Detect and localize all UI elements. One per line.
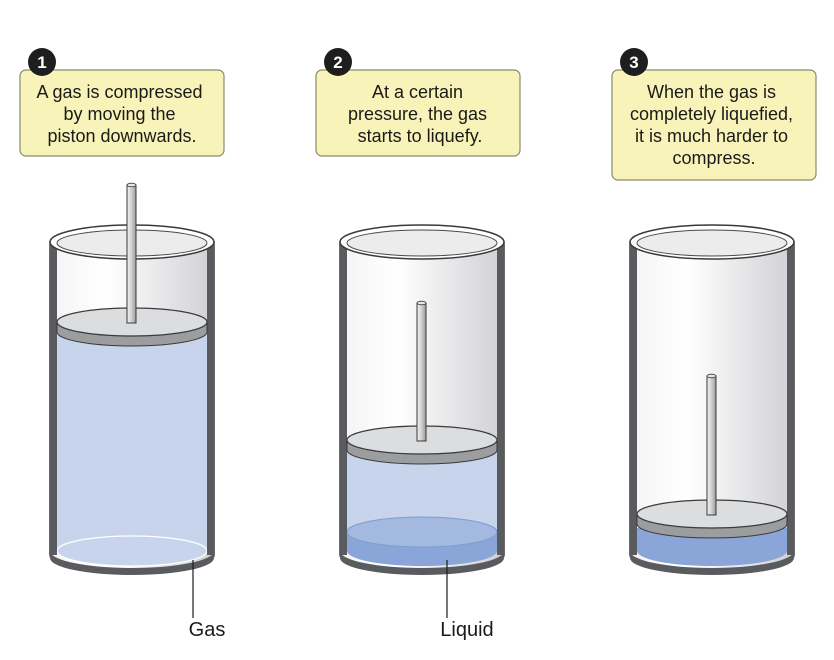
callout-box xyxy=(19,69,225,157)
callout-line: completely liquefied, xyxy=(630,104,793,124)
cylinder-wall-left xyxy=(50,242,57,555)
cylinder-3 xyxy=(629,224,795,575)
callout-text: A gas is compressed by moving the piston… xyxy=(36,82,207,146)
cylinder-rim-inner xyxy=(636,229,788,257)
cylinder-wall-right xyxy=(497,242,504,555)
liquid-region xyxy=(637,528,787,566)
callout-1: A gas is compressed by moving the piston… xyxy=(19,48,225,157)
cylinder-rim-inner xyxy=(346,229,498,257)
step-badge xyxy=(620,48,648,76)
callout-line: When the gas is xyxy=(647,82,776,102)
piston-rod xyxy=(126,184,137,324)
cylinder-wall-right xyxy=(787,242,794,555)
piston-rod-top xyxy=(416,300,427,306)
callout-2: At a certain pressure, the gas starts to… xyxy=(315,48,521,157)
callout-box xyxy=(315,69,521,157)
step-number: 2 xyxy=(333,53,342,72)
piston-rod-top xyxy=(706,373,717,379)
step-badge xyxy=(324,48,352,76)
callout-line: pressure, the gas xyxy=(348,104,487,124)
step-number: 1 xyxy=(37,53,46,72)
gas-region xyxy=(347,452,497,532)
callout-text: When the gas is completely liquefied, it… xyxy=(630,82,798,168)
liquid-surface xyxy=(346,516,498,548)
panel-2: At a certain pressure, the gas starts to… xyxy=(315,48,521,641)
gas-region xyxy=(57,335,207,566)
cylinder-base xyxy=(340,551,504,575)
callout-line: At a certain xyxy=(372,82,463,102)
panel-1: A gas is compressed by moving the piston… xyxy=(19,48,226,641)
callout-line: by moving the xyxy=(63,104,175,124)
callout-line: piston downwards. xyxy=(47,126,196,146)
cylinder-1 xyxy=(49,182,215,575)
callout-3: When the gas is completely liquefied, it… xyxy=(611,48,817,181)
panel-3: When the gas is completely liquefied, it… xyxy=(611,48,817,575)
step-badge xyxy=(28,48,56,76)
piston-rod xyxy=(416,302,427,442)
callout-line: it is much harder to xyxy=(635,126,788,146)
cylinder-wall-left xyxy=(630,242,637,555)
callout-text: At a certain pressure, the gas starts to… xyxy=(348,82,492,146)
cylinder-base xyxy=(630,551,794,575)
step-number: 3 xyxy=(629,53,638,72)
callout-line: starts to liquefy. xyxy=(358,126,483,146)
liquid-label: Liquid xyxy=(440,619,493,641)
cylinder-wall-right xyxy=(207,242,214,555)
cylinder-base xyxy=(50,551,214,575)
cylinder-2 xyxy=(339,224,505,575)
callout-line: A gas is compressed xyxy=(36,82,202,102)
cylinder-wall-left xyxy=(340,242,347,555)
piston-rod-top xyxy=(126,182,137,188)
piston-rod xyxy=(706,375,717,516)
callout-line: compress. xyxy=(672,148,755,168)
callout-box xyxy=(611,69,817,181)
gas-label: Gas xyxy=(189,619,226,641)
